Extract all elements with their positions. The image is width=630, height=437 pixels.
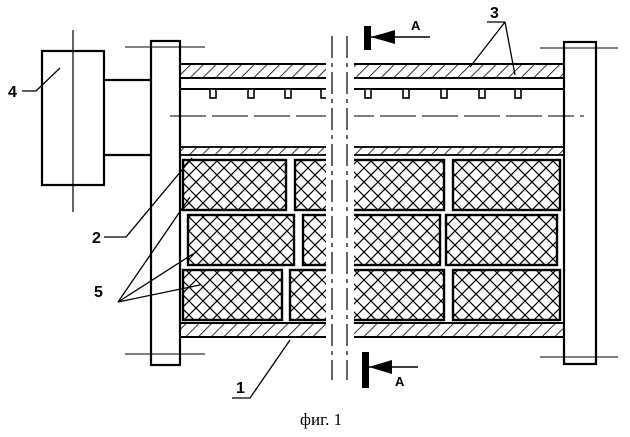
screen-tooth [285,89,291,98]
leader-3a [470,22,505,67]
screen-tooth [248,89,254,98]
filter-block [295,160,444,210]
screen-plate [180,64,564,98]
callout-3: 3 [490,5,499,22]
filter-block [453,270,560,320]
screen-tooth [441,89,447,98]
callout-4: 4 [8,84,17,101]
chamber [170,116,590,155]
screen-tooth [365,89,371,98]
filter-block [453,160,560,210]
section-label-bottom: А [395,374,405,389]
filter-blocks [183,160,560,320]
section-line [326,36,354,380]
filter-block [183,270,282,320]
screen-tooth [479,89,485,98]
filter-block [446,215,557,265]
bottom-wall [180,323,564,337]
callout-2: 2 [92,230,101,247]
filter-block [303,215,440,265]
section-marker-top: А [364,18,430,50]
filter-block [290,270,444,320]
screen-tooth [515,89,521,98]
callout-1: 1 [236,380,245,397]
section-marker-bottom: А [362,352,418,389]
drive-unit [42,30,153,212]
section-label-top: А [411,18,421,33]
screen-tooth [210,89,216,98]
figure-caption: фиг. 1 [300,410,342,429]
filter-block [183,160,286,210]
screen-tooth [403,89,409,98]
callout-5: 5 [94,284,103,301]
screen-teeth [210,89,521,98]
filter-block [188,215,294,265]
